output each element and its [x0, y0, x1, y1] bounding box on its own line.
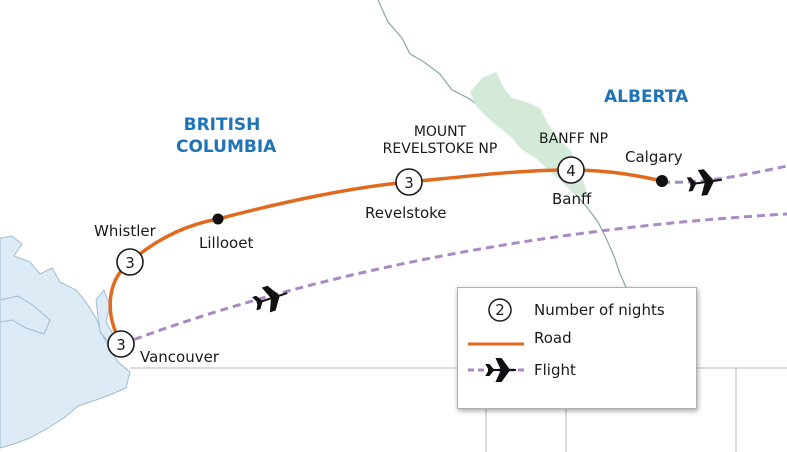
banff-nights: 4: [566, 162, 576, 180]
stop-label-whistler: Whistler: [94, 222, 156, 240]
park-label-banff: BANFF NP: [539, 131, 609, 147]
whistler-nights: 3: [125, 254, 135, 272]
legend-row-road: Road: [458, 326, 696, 350]
lillooet-dot-icon: [212, 213, 224, 225]
region-label-british-columbia: BRITISH COLUMBIA: [176, 114, 277, 158]
banff-nights-icon: 4: [557, 156, 585, 184]
stop-label-calgary: Calgary: [625, 148, 683, 166]
inlet-water: [95, 289, 115, 345]
legend-row-flight: Flight: [458, 358, 696, 382]
park-line: MOUNT: [413, 124, 467, 140]
stop-label-lillooet: Lillooet: [199, 234, 254, 252]
legend-road-label: Road: [534, 329, 572, 347]
legend-nights-label: Number of nights: [534, 301, 665, 319]
flight-route-east: [661, 164, 787, 184]
revelstoke-nights-icon: 3: [395, 168, 423, 196]
stop-label-revelstoke: Revelstoke: [365, 204, 447, 222]
stop-label-banff: Banff: [552, 190, 592, 208]
flight-route-south: [121, 212, 787, 346]
park-label-mount-revelstoke: MOUNT REVELSTOKE NP: [370, 124, 510, 158]
vancouver-nights-icon: 3: [107, 330, 135, 358]
region-line: COLUMBIA: [176, 137, 277, 157]
calgary-dot-icon: [656, 175, 668, 187]
legend-flight-label: Flight: [534, 361, 576, 379]
airplane-icon: [686, 169, 722, 196]
airplane-icon: [468, 358, 524, 382]
region-line: BRITISH: [183, 115, 261, 135]
map-legend: 2 Number of nights Road Flight: [457, 287, 697, 409]
park-line: REVELSTOKE NP: [382, 141, 498, 157]
legend-row-nights: 2 Number of nights: [458, 298, 696, 322]
whistler-nights-icon: 3: [116, 248, 144, 276]
numbered-circle-icon: 2: [488, 298, 512, 322]
road-line-icon: [468, 342, 524, 346]
vancouver-nights: 3: [116, 336, 126, 354]
airplane-icon: [252, 285, 288, 313]
legend-nights-badge: 2: [495, 301, 505, 319]
stop-label-vancouver: Vancouver: [140, 348, 219, 366]
revelstoke-nights: 3: [404, 174, 414, 192]
region-label-alberta: ALBERTA: [604, 87, 689, 107]
island-water: [0, 295, 51, 335]
